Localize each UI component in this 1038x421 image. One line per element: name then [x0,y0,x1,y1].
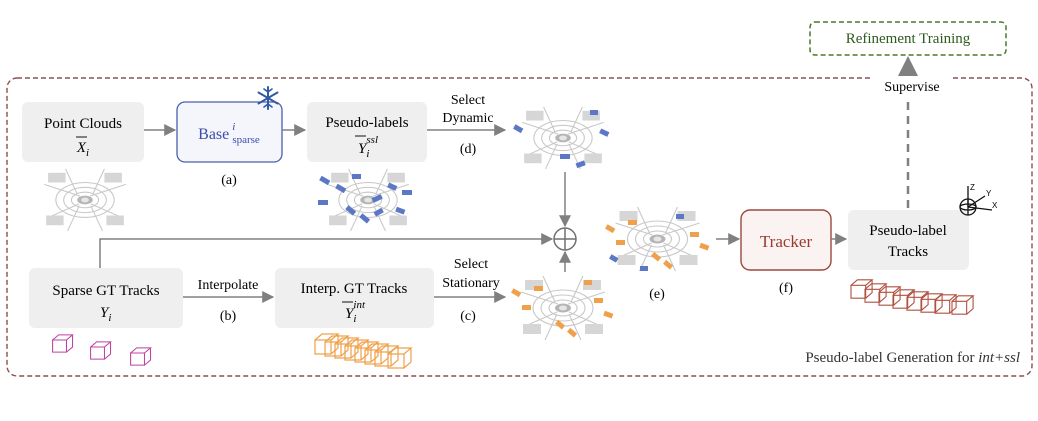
point-clouds-label: Point Clouds [44,116,122,132]
axis-z-label: Z [970,183,975,192]
interp-gt-tracks-node: Interp. GT Tracks Yi int [275,268,434,328]
svg-text:Yi: Yi [100,305,111,324]
merge-circle-icon [553,227,577,251]
select-dynamic-line2: Dynamic [442,111,493,126]
pseudo-labels-node: Pseudo-labels Yi ssl [307,102,427,162]
region-caption-prefix: Pseudo-label Generation for [805,350,978,366]
interpolate-label: Interpolate [198,278,259,293]
select-dynamic-line1: Select [451,93,485,108]
select-stationary-caption: (c) [460,309,476,324]
sparse-gt-label: Sparse GT Tracks [52,283,159,299]
svg-text:Xi: Xi [76,140,89,159]
svg-text:Yiint: Yi int [345,299,366,325]
tracker-node: Tracker [740,209,832,271]
point-clouds-subscript: i [86,147,89,159]
tracker-caption: (f) [779,281,793,296]
sparse-gt-tracks-node: Sparse GT Tracks Yi [29,268,183,328]
select-stationary-line1: Select [454,257,488,272]
pseudo-label-tracks-node: Pseudo-label Tracks [848,210,969,270]
point-clouds-node: Point Clouds Xi [22,102,144,162]
select-stationary-line2: Stationary [442,276,500,291]
dynamic-selected-scene [513,106,610,170]
base-caption: (a) [221,173,237,188]
interpolate-caption: (b) [220,309,237,324]
pseudo-labels-symbol: Y [358,141,368,157]
svg-text:Yissl: Yi ssl [358,134,378,160]
interp-gt-subscript: i [353,313,356,325]
interp-gt-box-track [314,333,412,369]
select-dynamic-caption: (d) [460,142,477,157]
base-subscript: sparse [232,134,260,146]
sparse-gt-box-icons [52,334,152,366]
merged-scene [605,206,710,272]
supervise-label: Supervise [884,80,939,95]
base-label: Base [198,126,229,143]
axes-icon [959,186,993,216]
refinement-training-label: Refinement Training [846,31,971,47]
axis-y-label: Y [986,189,992,198]
dynamic-pseudo-label-scene [318,168,412,232]
interp-gt-label: Interp. GT Tracks [301,281,408,297]
stationary-selected-scene [511,275,614,341]
axis-x-label: X [992,201,998,210]
pseudo-labels-label: Pseudo-labels [325,115,408,131]
pseudo-labels-superscript: ssl [366,134,378,146]
base-superscript: i [232,121,235,133]
pseudo-label-tracks-line2: Tracks [888,244,928,260]
refinement-training-box: Refinement Training [809,21,1007,56]
pseudo-label-track-boxes [850,279,974,315]
region-caption: Pseudo-label Generation for int+ssl [805,350,1020,366]
merge-caption: (e) [649,287,665,302]
region-caption-italic: int+ssl [978,350,1020,366]
interp-gt-symbol: Y [345,306,355,322]
sparse-gt-symbol: Y [100,305,110,321]
sparse-gt-subscript: i [108,312,111,324]
lidar-scene-icon [43,168,127,232]
pseudo-label-generation-region [6,77,1033,377]
interp-gt-superscript: int [353,299,366,311]
snowflake-icon [257,86,279,110]
pseudo-label-tracks-line1: Pseudo-label [869,223,946,239]
pseudo-labels-subscript: i [366,148,369,160]
point-clouds-symbol: X [76,140,87,156]
tracker-label: Tracker [760,232,813,251]
